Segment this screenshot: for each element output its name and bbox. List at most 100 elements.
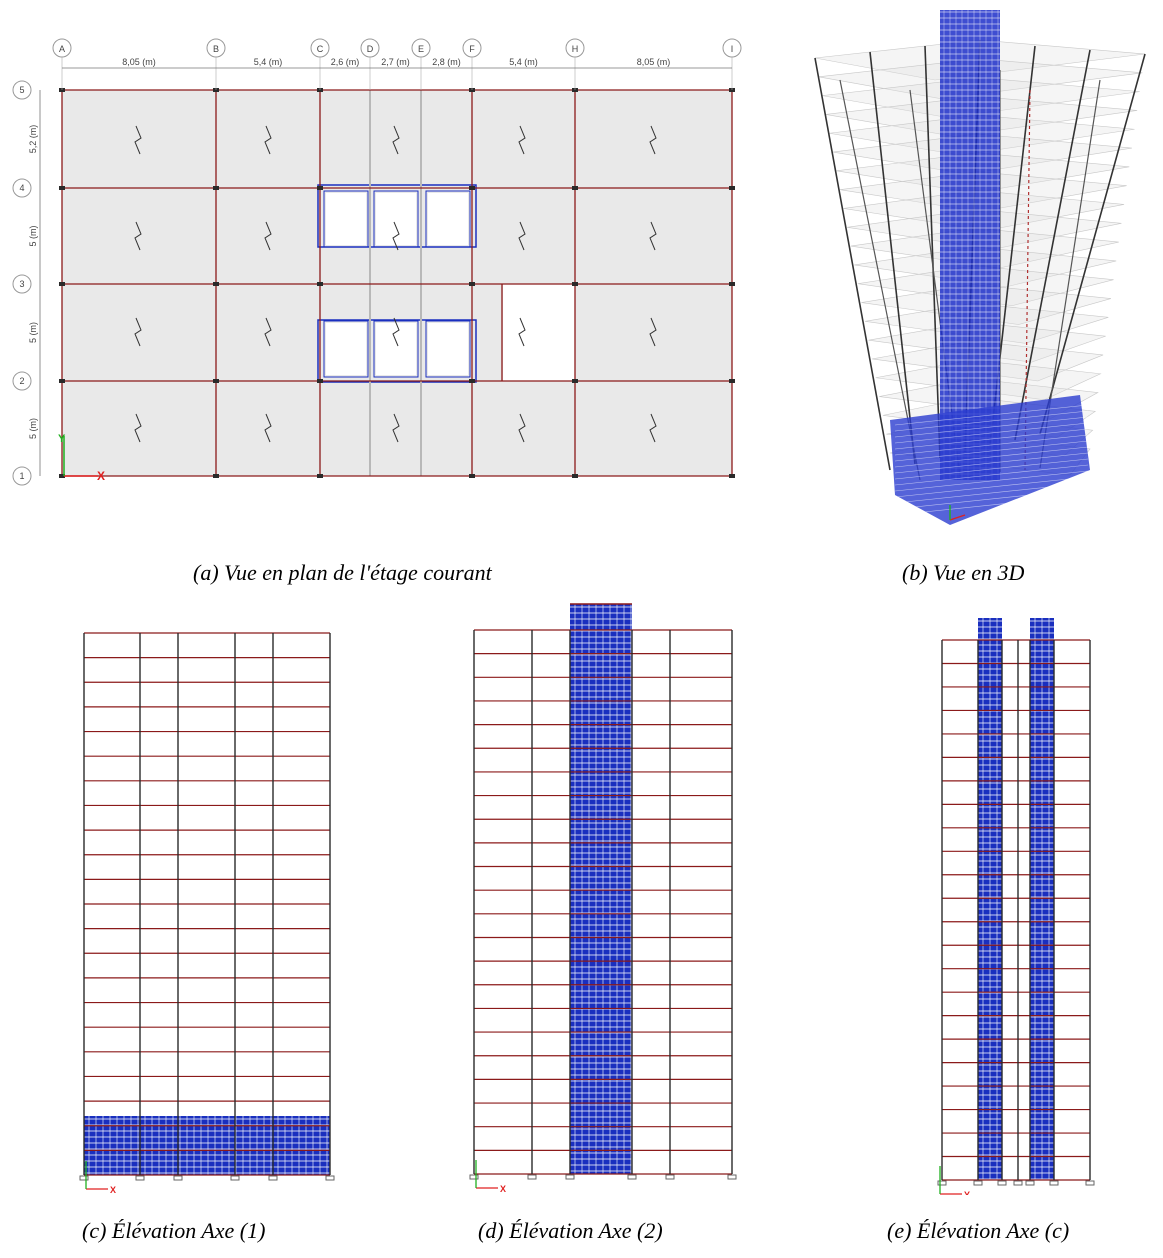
column-mark xyxy=(469,282,475,286)
axis-horizontal-label: X xyxy=(500,1184,506,1194)
slab-span-symbol xyxy=(134,125,142,155)
support-mark xyxy=(230,1175,240,1181)
grid-bubble-1 xyxy=(12,466,32,486)
slab-opening xyxy=(428,323,468,375)
y-dimension-label: 5 (m) xyxy=(28,418,38,439)
x-dimension-label: 5,4 (m) xyxy=(254,57,283,67)
column-mark xyxy=(317,282,323,286)
column-line xyxy=(869,51,916,465)
slab-span-symbol xyxy=(392,221,400,251)
support-mark xyxy=(665,1174,675,1180)
column-mark xyxy=(729,186,735,190)
support-mark xyxy=(997,1180,1007,1186)
grid-label-I: I xyxy=(731,44,734,54)
axis-horizontal-label: Y xyxy=(964,1190,970,1195)
slab-span-symbol xyxy=(264,125,272,155)
column-line xyxy=(924,45,941,459)
slab-span-symbol xyxy=(649,125,657,155)
podium-mesh-line xyxy=(894,476,1089,498)
podium-mesh-line xyxy=(894,440,1089,462)
grid-label-4: 4 xyxy=(19,183,24,193)
column-mark xyxy=(572,186,578,190)
axis-horizontal-label: X xyxy=(110,1185,116,1195)
support-mark xyxy=(527,1174,537,1180)
grid-label-E: E xyxy=(418,44,424,54)
slab-span-symbol xyxy=(264,317,272,347)
podium-mesh-line xyxy=(894,404,1089,426)
podium-mesh-line xyxy=(894,434,1089,456)
y-dimension-label: 5 (m) xyxy=(28,322,38,343)
support-mark xyxy=(973,1180,983,1186)
slab-opening xyxy=(376,193,416,245)
elevation-axis-2-diagram: X xyxy=(469,603,737,1194)
elevation-axis-c-diagram: Y xyxy=(937,618,1095,1195)
caption-elevation-axis-c: (e) Élévation Axe (c) xyxy=(887,1218,1070,1243)
grid-bubble-3 xyxy=(12,274,32,294)
slab-span-symbol xyxy=(134,413,142,443)
column-mark xyxy=(469,186,475,190)
podium-mesh-line xyxy=(894,470,1089,492)
grid-label-F: F xyxy=(469,44,475,54)
column-line xyxy=(1039,53,1146,435)
podium-mesh-line xyxy=(894,452,1089,474)
grid-bubble-4 xyxy=(12,178,32,198)
column-line xyxy=(1014,49,1091,441)
column-mark xyxy=(317,379,323,383)
core-cell-wall xyxy=(373,320,419,378)
podium-mesh-line xyxy=(894,482,1089,504)
slab-span-symbol xyxy=(392,125,400,155)
podium-mesh-line xyxy=(894,416,1089,438)
slab-span-symbol xyxy=(392,317,400,347)
x-dimension-label: 8,05 (m) xyxy=(637,57,671,67)
support-mark xyxy=(565,1174,575,1180)
slab-span-symbol xyxy=(264,413,272,443)
caption-3d-view: (b) Vue en 3D xyxy=(902,560,1025,585)
caption-elevation-axis-2: (d) Élévation Axe (2) xyxy=(478,1218,663,1243)
slab-opening xyxy=(428,193,468,245)
column-mark xyxy=(59,282,65,286)
axis-x-label: X xyxy=(97,469,105,483)
support-mark xyxy=(627,1174,637,1180)
grid-label-2: 2 xyxy=(19,376,24,386)
y-dimension-label: 5 (m) xyxy=(28,226,38,247)
support-mark xyxy=(1049,1180,1059,1186)
column-mark xyxy=(317,474,323,478)
slab-span-symbol xyxy=(134,317,142,347)
slab-span-symbol xyxy=(649,221,657,251)
column-mark xyxy=(729,474,735,478)
column-mark xyxy=(59,379,65,383)
grid-label-5: 5 xyxy=(19,85,24,95)
x-dimension-label: 2,8 (m) xyxy=(432,57,461,67)
floor-slab xyxy=(62,90,732,476)
podium-mesh-line xyxy=(894,458,1089,480)
grid-label-D: D xyxy=(367,44,374,54)
core-cell-wall xyxy=(425,190,471,248)
column-mark xyxy=(572,474,578,478)
core-cell-wall xyxy=(373,190,419,248)
slab-span-symbol xyxy=(649,413,657,443)
support-mark xyxy=(937,1180,947,1186)
column-mark xyxy=(213,282,219,286)
podium-mesh-line xyxy=(894,422,1089,444)
slab-span-symbol xyxy=(518,125,526,155)
x-dimension-label: 5,4 (m) xyxy=(509,57,538,67)
support-mark xyxy=(1025,1180,1035,1186)
3d-view-diagram xyxy=(814,10,1146,525)
slab-span-symbol xyxy=(518,221,526,251)
column-mark xyxy=(317,186,323,190)
slab-span-symbol xyxy=(392,413,400,443)
column-mark xyxy=(729,379,735,383)
support-mark xyxy=(268,1175,278,1181)
slab-span-symbol xyxy=(518,413,526,443)
grid-label-1: 1 xyxy=(19,471,24,481)
column-mark xyxy=(213,474,219,478)
column-mark xyxy=(213,186,219,190)
x-dimension-label: 8,05 (m) xyxy=(122,57,156,67)
slab-opening xyxy=(376,323,416,375)
x-dimension-label: 2,7 (m) xyxy=(381,57,410,67)
grid-bubble-2 xyxy=(12,371,32,391)
column-mark xyxy=(469,474,475,478)
podium-mesh-line xyxy=(894,464,1089,486)
grid-label-3: 3 xyxy=(19,279,24,289)
